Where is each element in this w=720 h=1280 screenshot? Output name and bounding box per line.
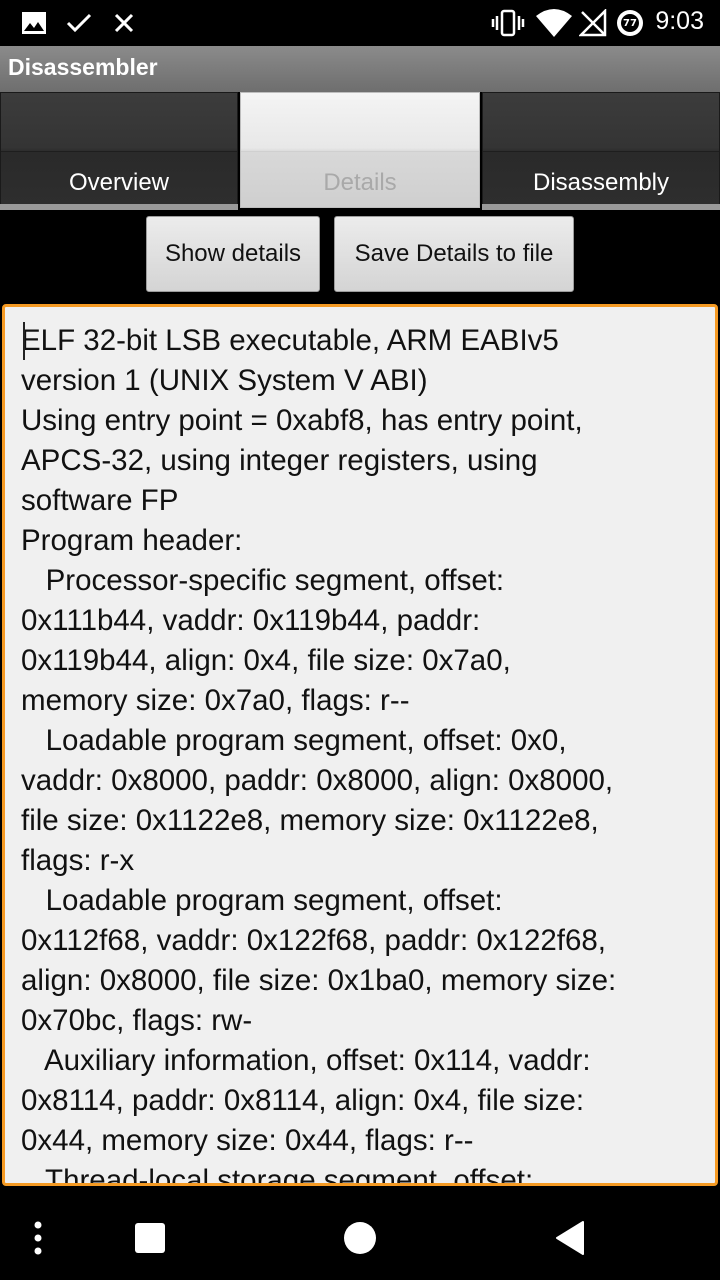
details-text-line: Program header: — [21, 524, 243, 557]
tab-disassembly-label: Disassembly — [532, 169, 670, 196]
details-text-line: Processor-specific segment, offset: — [21, 564, 505, 597]
clock: 9:03 — [655, 7, 704, 35]
details-text-line: vaddr: 0x8000, paddr: 0x8000, align: 0x8… — [21, 764, 614, 797]
tab-underline — [0, 204, 238, 210]
status-bar: 77 9:03 — [0, 0, 720, 46]
details-text: ELF 32-bit LSB executable, ARM EABIv5 ver… — [21, 321, 705, 1186]
tab-overview-label: Overview — [68, 169, 170, 196]
details-text-line: Using entry point = 0xabf8, has entry po… — [21, 404, 583, 437]
details-text-line: 0x44, memory size: 0x44, flags: r-- — [21, 1124, 474, 1157]
badge-icon: 77 — [614, 8, 646, 38]
details-text-line: 0x119b44, align: 0x4, file size: 0x7a0, — [21, 644, 511, 677]
details-text-line: memory size: 0x7a0, flags: r-- — [21, 684, 410, 717]
details-text-line: Loadable program segment, offset: — [21, 884, 503, 917]
vibrate-icon — [490, 8, 526, 38]
details-text-line: Auxiliary information, offset: 0x114, va… — [21, 1044, 591, 1077]
details-text-line: 0x112f68, vaddr: 0x122f68, paddr: 0x122f… — [21, 924, 606, 957]
details-text-line: align: 0x8000, file size: 0x1ba0, memory… — [21, 964, 617, 997]
notification-badge-text: 77 — [623, 17, 637, 29]
check-icon — [64, 8, 94, 38]
details-text-line: 0x8114, paddr: 0x8114, align: 0x4, file … — [21, 1084, 585, 1117]
tab-bar: Overview Details Disassembly — [0, 92, 720, 210]
save-details-button[interactable]: Save Details to file — [334, 216, 574, 292]
details-text-line: Thread-local storage segment, offset: — [21, 1164, 534, 1186]
details-text-line: 0x70bc, flags: rw- — [21, 1004, 253, 1037]
tab-details[interactable]: Details — [240, 92, 480, 208]
details-text-line: flags: r-x — [21, 844, 135, 877]
text-cursor — [23, 322, 25, 360]
tab-underline — [482, 204, 720, 210]
details-text-line: file size: 0x1122e8, memory size: 0x1122… — [21, 804, 599, 837]
recents-icon[interactable] — [126, 1214, 174, 1262]
details-text-area[interactable]: ELF 32-bit LSB executable, ARM EABIv5 ver… — [2, 304, 718, 1186]
home-icon[interactable] — [336, 1214, 384, 1262]
navigation-bar — [0, 1196, 720, 1280]
details-text-line: Loadable program segment, offset: 0x0, — [21, 724, 567, 757]
details-text-line: ELF 32-bit LSB executable, ARM EABIv5 — [21, 324, 559, 357]
details-text-line: software FP — [21, 484, 179, 517]
details-text-line: version 1 (UNIX System V ABI) — [21, 364, 428, 397]
back-icon[interactable] — [546, 1214, 594, 1262]
show-details-button[interactable]: Show details — [146, 216, 320, 292]
action-bar: Disassembler — [0, 46, 720, 93]
app-title: Disassembler — [8, 54, 158, 80]
details-text-line: APCS-32, using integer registers, using — [21, 444, 538, 477]
menu-dots-icon[interactable] — [22, 1216, 54, 1260]
image-icon — [20, 8, 48, 38]
wifi-icon — [534, 8, 574, 38]
close-icon — [110, 8, 138, 38]
tab-overview[interactable]: Overview — [0, 92, 238, 208]
details-text-line: 0x111b44, vaddr: 0x119b44, paddr: — [21, 604, 481, 637]
button-row: Show details Save Details to file — [0, 210, 720, 300]
tab-disassembly[interactable]: Disassembly — [482, 92, 720, 208]
no-signal-icon — [578, 8, 608, 38]
tab-details-label: Details — [323, 169, 397, 196]
